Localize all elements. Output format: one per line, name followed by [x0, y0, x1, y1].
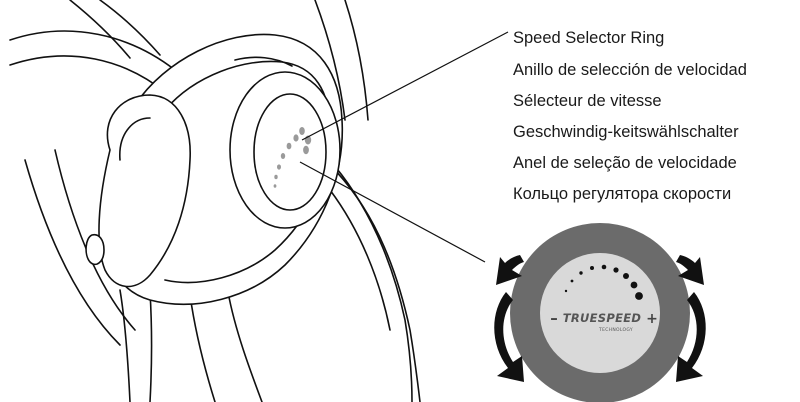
- dial-boss-inner: [253, 93, 327, 211]
- leader-lines: [299, 31, 509, 263]
- side-knob: [85, 233, 105, 266]
- frame-tube: [9, 55, 166, 93]
- speed-dial: – TRUESPEED TECHNOLOGY +: [510, 223, 690, 402]
- frame-tube: [9, 30, 176, 71]
- dial-plus-sign: +: [646, 311, 658, 327]
- curved-arrow-clockwise-icon: [676, 255, 706, 382]
- dial-minus-sign: –: [550, 309, 558, 327]
- label-portuguese: Anel de seleção de velocidade: [513, 154, 737, 172]
- dial-boss-outer: [229, 71, 341, 229]
- frame-tube: [69, 0, 131, 59]
- dial-speed-dots: [564, 264, 643, 300]
- label-german: Geschwindig-keitswählschalter: [513, 123, 739, 141]
- frame-tube: [344, 0, 369, 121]
- frame-leg: [119, 289, 131, 402]
- front-cap-highlight: [119, 117, 151, 161]
- frame-tube: [329, 164, 421, 402]
- device-illustration: [9, 0, 421, 402]
- frame-tube: [314, 0, 346, 121]
- dial-face: [540, 253, 660, 373]
- frame-leg: [227, 291, 263, 402]
- housing-speed-dots: [273, 127, 312, 188]
- leader-line-dial: [299, 161, 486, 263]
- frame-tube: [99, 0, 161, 56]
- leader-line-label: [301, 31, 509, 141]
- callout-labels: Speed Selector Ring Anillo de selección …: [513, 29, 747, 203]
- label-english: Speed Selector Ring: [513, 29, 664, 47]
- housing-seam: [234, 56, 293, 67]
- frame-leg: [149, 291, 153, 402]
- frame-tube: [24, 159, 121, 346]
- dial-brand-subtitle: TECHNOLOGY: [598, 327, 633, 333]
- label-french: Sélecteur de vitesse: [513, 92, 662, 110]
- frame-tube: [329, 189, 391, 331]
- frame-tube: [319, 149, 413, 402]
- frame-leg: [189, 294, 216, 402]
- curved-arrow-counterclockwise-icon: [494, 255, 524, 382]
- dial-brand-logo: TRUESPEED: [563, 311, 642, 325]
- label-spanish: Anillo de selección de velocidad: [513, 61, 747, 79]
- label-russian: Кольцо регулятора скорости: [513, 185, 731, 203]
